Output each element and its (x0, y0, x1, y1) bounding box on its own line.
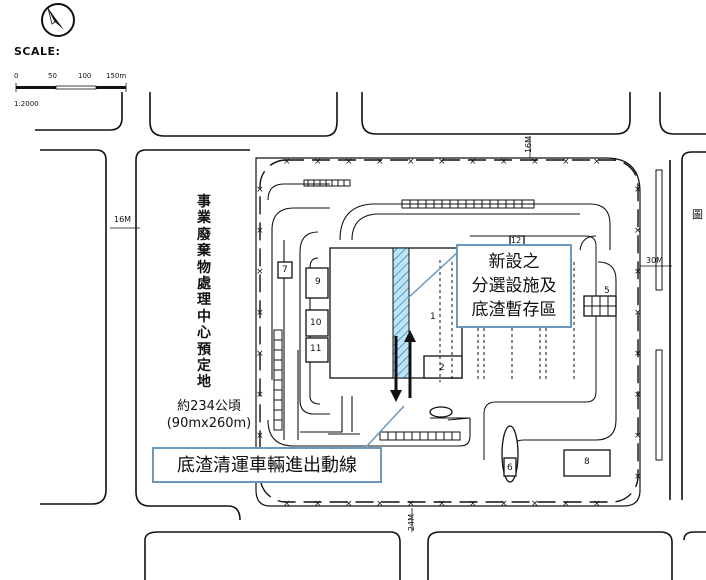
svg-text:×: × (634, 226, 642, 236)
road-width-right: 30M (646, 256, 664, 265)
city-blocks (35, 92, 706, 580)
scale-ratio: 1:2000 (14, 100, 39, 108)
svg-text:×: × (256, 390, 264, 400)
svg-text:×: × (634, 267, 642, 277)
new-facility-callout: 新設之 分選設施及 底渣暫存區 (456, 244, 572, 328)
building-10 (305, 309, 329, 337)
svg-text:×: × (283, 157, 291, 167)
vehicle-route-callout: 底渣清運車輛進出動線 (152, 447, 382, 483)
svg-text:×: × (256, 226, 264, 236)
svg-text:×: × (438, 157, 446, 167)
svg-text:×: × (634, 308, 642, 318)
building-label-2: 2 (439, 363, 445, 373)
vehicle-route-arrows (390, 330, 416, 402)
scale-bar (15, 83, 127, 92)
road-width-top: 16M (524, 135, 534, 154)
svg-text:×: × (469, 157, 477, 167)
svg-text:×: × (562, 499, 570, 509)
boundary-marks: × × × × × × × × × × × × × × × × × × × × × × × × × × × × × ×… (256, 157, 642, 509)
svg-text:×: × (256, 185, 264, 195)
site-boundary (259, 159, 639, 503)
svg-text:×: × (500, 157, 508, 167)
building-8 (563, 449, 611, 477)
callout-line-1: 新設之 (488, 252, 540, 272)
svg-text:×: × (438, 499, 446, 509)
svg-text:×: × (634, 472, 642, 482)
svg-text:×: × (500, 499, 508, 509)
building-9 (305, 267, 329, 299)
building-label-5: 5 (604, 286, 610, 296)
svg-text:×: × (562, 157, 570, 167)
svg-text:×: × (314, 157, 322, 167)
svg-text:×: × (283, 499, 291, 509)
callout-line-3: 底渣暫存區 (471, 300, 557, 320)
building-label-1: 1 (430, 312, 436, 322)
building-label-9: 9 (315, 277, 321, 287)
road-markers (110, 136, 672, 532)
svg-text:×: × (634, 185, 642, 195)
site-title: 事業廢棄物處理中心預定地 (197, 194, 211, 391)
scale-tick-50: 50 (48, 72, 57, 80)
svg-text:×: × (345, 157, 353, 167)
svg-text:×: × (256, 308, 264, 318)
site-area-dimensions: (90mx260m) (166, 416, 252, 431)
svg-text:×: × (345, 499, 353, 509)
svg-text:×: × (376, 157, 384, 167)
building-label-12: 12 (511, 236, 522, 245)
side-edge-text: 圖 (692, 208, 703, 221)
site-area: 約234公頃 (90mx260m) (150, 398, 268, 432)
svg-text:×: × (256, 267, 264, 277)
callout-leaders (365, 251, 459, 448)
road-width-left: 16M (114, 215, 132, 224)
svg-text:×: × (407, 157, 415, 167)
parking-rows (273, 169, 663, 461)
building-label-11: 11 (310, 344, 322, 354)
svg-text:×: × (256, 349, 264, 359)
svg-text:×: × (634, 390, 642, 400)
svg-text:×: × (634, 431, 642, 441)
building-label-10: 10 (310, 318, 322, 328)
callout-line-2: 分選設施及 (471, 276, 557, 296)
svg-text:×: × (469, 499, 477, 509)
building-label-7: 7 (282, 265, 288, 275)
svg-text:×: × (531, 499, 539, 509)
svg-text:×: × (407, 499, 415, 509)
building-11 (305, 337, 329, 363)
road-width-bottom: 24M (407, 513, 417, 532)
svg-text:×: × (593, 499, 601, 509)
svg-text:×: × (531, 157, 539, 167)
scale-tick-100: 100 (78, 72, 92, 80)
building-label-6: 6 (507, 463, 513, 473)
building-label-8: 8 (584, 457, 590, 467)
svg-text:×: × (256, 431, 264, 441)
scale-tick-0: 0 (14, 72, 19, 80)
building-7 (277, 261, 293, 279)
svg-text:×: × (376, 499, 384, 509)
svg-text:×: × (593, 157, 601, 167)
site-area-size: 約234公頃 (177, 399, 241, 414)
svg-text:×: × (634, 349, 642, 359)
north-arrow-icon (41, 3, 75, 37)
scale-tick-150: 150m (106, 72, 127, 80)
svg-text:×: × (314, 499, 322, 509)
scale-label: SCALE: (14, 45, 61, 58)
